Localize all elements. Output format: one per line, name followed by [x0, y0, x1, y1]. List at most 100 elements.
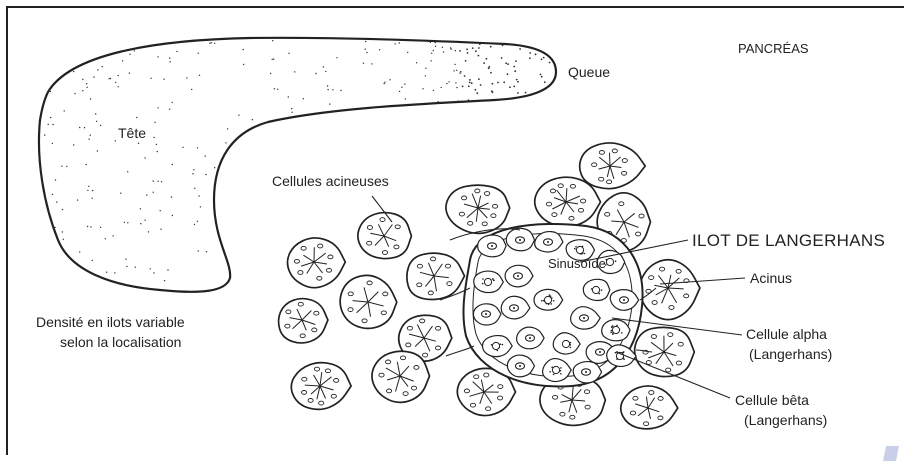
stipple-dot — [108, 78, 109, 79]
stipple-dot — [267, 164, 268, 165]
stipple-dot — [66, 166, 67, 167]
stipple-dot — [517, 92, 519, 94]
beta-granule — [611, 327, 613, 329]
stipple-dot — [506, 138, 508, 140]
stipple-dot — [522, 118, 524, 120]
stipple-dot — [229, 220, 230, 221]
stipple-dot — [205, 155, 206, 156]
stipple-dot — [265, 131, 266, 132]
stipple-dot — [546, 131, 548, 133]
stipple-dot — [73, 71, 74, 72]
beta-nucleus — [612, 326, 619, 333]
beta-granule — [584, 253, 586, 255]
stipple-dot — [288, 96, 289, 97]
nucleolus — [513, 307, 515, 309]
beta-cell — [583, 279, 610, 300]
stipple-dot — [506, 179, 508, 181]
stipple-dot — [77, 199, 78, 200]
nucleus — [491, 214, 496, 218]
nucleolus — [583, 317, 585, 319]
stipple-dot — [469, 118, 471, 120]
stipple-dot — [466, 49, 468, 51]
stipple-dot — [542, 42, 544, 44]
stipple-dot — [458, 132, 459, 133]
stipple-dot — [443, 51, 444, 52]
stipple-dot — [129, 72, 130, 73]
stipple-dot — [211, 42, 212, 43]
nucleus — [470, 403, 475, 407]
stipple-dot — [161, 181, 162, 182]
stipple-dot — [80, 273, 81, 274]
acinus — [279, 299, 328, 343]
beta-granule — [549, 371, 551, 373]
ilot-label: ILOT DE LANGERHANS — [692, 231, 885, 250]
stipple-dot — [425, 75, 426, 76]
stipple-dot — [375, 203, 376, 204]
stipple-dot — [329, 103, 330, 104]
nucleus — [362, 319, 367, 323]
nucleus — [298, 271, 303, 275]
stipple-dot — [82, 90, 83, 91]
stipple-dot — [415, 122, 416, 123]
stipple-dot — [379, 170, 380, 171]
nucleus — [286, 310, 291, 314]
stipple-dot — [433, 90, 434, 91]
stipple-dot — [351, 142, 352, 143]
stipple-dot — [154, 122, 155, 123]
stipple-dot — [455, 229, 456, 230]
stipple-dot — [169, 57, 170, 58]
stipple-dot — [394, 43, 395, 44]
stipple-dot — [452, 250, 453, 251]
stipple-dot — [531, 114, 533, 116]
cellules-acineuses-label: Cellules acineuses — [272, 173, 389, 189]
stipple-dot — [544, 81, 546, 83]
stipple-dot — [433, 50, 434, 51]
stipple-dot — [443, 216, 444, 217]
stipple-dot — [507, 63, 509, 65]
stipple-dot — [153, 137, 154, 138]
nucleus — [666, 368, 671, 372]
stipple-dot — [172, 102, 173, 103]
nucleus — [592, 163, 597, 167]
nucleus — [668, 333, 673, 337]
stipple-dot — [431, 213, 432, 214]
stipple-dot — [130, 36, 131, 37]
nucleus — [658, 416, 663, 420]
stipple-dot — [457, 235, 458, 236]
stipple-dot — [199, 75, 200, 76]
beta-granule — [610, 332, 612, 334]
stipple-dot — [522, 208, 524, 210]
stipple-dot — [86, 87, 87, 88]
nucleus — [569, 216, 574, 220]
stipple-dot — [544, 180, 546, 182]
stipple-dot — [541, 124, 543, 126]
stipple-dot — [323, 66, 324, 67]
nucleus — [394, 245, 399, 249]
stipple-dot — [394, 190, 395, 191]
stipple-dot — [529, 167, 531, 169]
nucleus — [314, 367, 319, 371]
stipple-dot — [505, 62, 507, 64]
stipple-dot — [465, 135, 467, 137]
stipple-dot — [157, 181, 158, 182]
nucleus — [411, 386, 416, 390]
stipple-dot — [428, 239, 429, 240]
stipple-dot — [424, 228, 425, 229]
acinus — [340, 275, 397, 328]
nucleus — [435, 346, 440, 350]
stipple-dot — [499, 125, 501, 127]
stipple-dot — [434, 127, 435, 128]
stipple-dot — [455, 166, 456, 167]
stipple-dot — [312, 117, 313, 118]
stipple-dot — [495, 170, 497, 172]
sinusoide-label: Sinusoïde — [548, 256, 606, 271]
stipple-dot — [532, 113, 534, 115]
stipple-dot — [525, 92, 527, 94]
stipple-dot — [478, 78, 480, 80]
beta-cell — [534, 289, 563, 310]
stipple-dot — [453, 70, 454, 71]
stipple-dot — [64, 287, 65, 288]
stipple-dot — [414, 119, 415, 120]
stipple-dot — [92, 39, 93, 40]
beta-granule — [493, 280, 495, 282]
